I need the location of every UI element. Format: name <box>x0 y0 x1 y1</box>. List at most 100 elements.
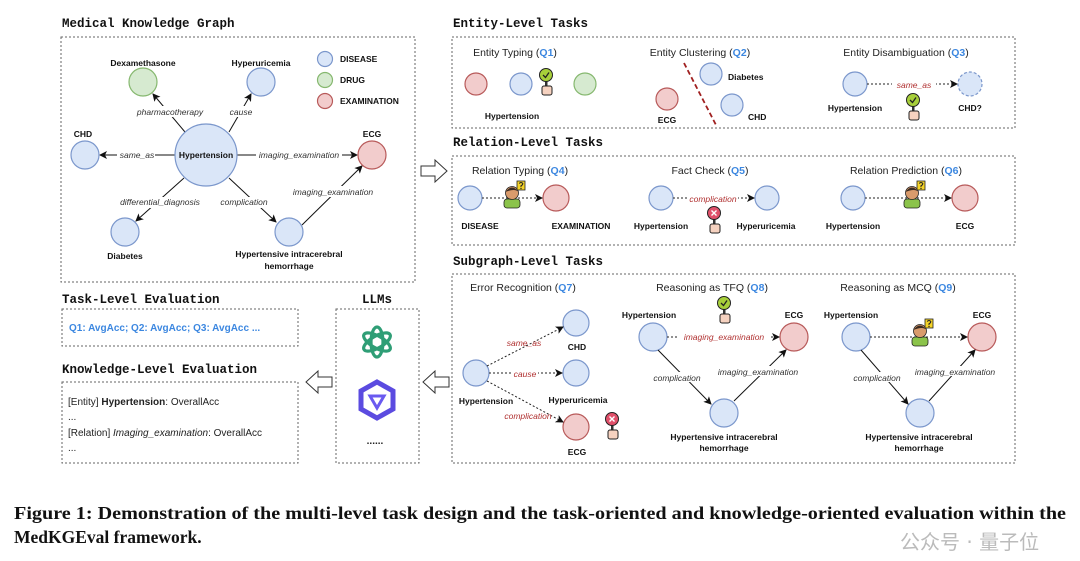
q6-a-node <box>840 185 866 211</box>
q7-rel-same-as: same_as <box>507 338 542 348</box>
node-dexamethasone <box>128 67 158 97</box>
node-label-hypertension: Hypertension <box>179 150 233 160</box>
q7-rel-cause: cause <box>514 369 537 379</box>
subgraph-title: Subgraph-Level Tasks <box>453 255 603 269</box>
q9-rel-3: imaging_examination <box>915 367 996 377</box>
node-ecg <box>357 140 387 170</box>
q4-b-label: EXAMINATION <box>552 221 611 231</box>
q2-ecg-label: ECG <box>658 115 677 125</box>
openai-logo-icon <box>362 325 392 359</box>
task-evaluation-panel: Task-Level Evaluation Q1: AvgAcc; Q2: Av… <box>61 293 299 347</box>
q9-c-node <box>905 398 935 428</box>
knowledge-graph-panel: Medical Knowledge Graph pharmacotherapy … <box>60 17 416 283</box>
task-q6-title: Relation Prediction (Q6) <box>850 165 962 177</box>
cluster-divider <box>683 62 717 126</box>
q1-drug-node <box>573 72 597 96</box>
q7-chd-label: CHD <box>568 342 586 352</box>
task-eval-box <box>61 308 299 347</box>
q8-rel-2: complication <box>653 373 701 383</box>
q9-a-node <box>841 322 871 352</box>
cross-hand-icon <box>604 411 620 440</box>
node-label-dexamethasone: Dexamethasone <box>110 58 175 68</box>
q3-a-label: Hypertension <box>828 103 882 113</box>
q8-c-label-1: Hypertensive intracerebral <box>670 432 777 442</box>
edge-label-pharmacotherapy: pharmacotherapy <box>136 107 204 117</box>
q3-relation: same_as <box>897 80 932 90</box>
q9-a-label: Hypertension <box>824 310 878 320</box>
q9-rel-2: complication <box>853 373 901 383</box>
arrow-left-icon <box>305 370 333 394</box>
q7-ecg-node <box>562 413 590 441</box>
q1-label: Hypertension <box>485 111 539 121</box>
q9-b-node <box>967 322 997 352</box>
arrow-left-icon <box>422 370 450 394</box>
q8-rel-3: imaging_examination <box>718 367 799 377</box>
q2-chd-label: CHD <box>748 112 766 122</box>
node-label-hyperuricemia: Hyperuricemia <box>231 58 290 68</box>
relation-title: Relation-Level Tasks <box>453 136 603 150</box>
edge-label-imaging: imaging_examination <box>259 150 340 160</box>
cross-hand-icon <box>706 205 722 234</box>
check-hand-icon <box>538 67 554 96</box>
q4-exam-node <box>542 184 570 212</box>
q7-src-node <box>462 359 490 387</box>
q7-hyperu-label: Hyperuricemia <box>548 395 607 405</box>
q9-c-label-2: hemorrhage <box>894 443 943 453</box>
q4-disease-node <box>457 185 483 211</box>
knowledge-eval-entity-line: [Entity] Hypertension: OverallAcc <box>68 397 219 408</box>
kg-title: Medical Knowledge Graph <box>62 17 235 31</box>
task-q3-title: Entity Disambiguation (Q3) <box>843 47 968 59</box>
knowledge-eval-title: Knowledge-Level Evaluation <box>62 363 257 377</box>
q1-exam-node <box>464 72 488 96</box>
q2-diabetes-label: Diabetes <box>728 72 764 82</box>
q2-diabetes-node <box>699 62 723 86</box>
caption-line-2: MedKGEval framework. <box>14 527 202 547</box>
q8-c-label-2: hemorrhage <box>699 443 748 453</box>
node-hypertension <box>174 123 238 187</box>
legend-disease: DISEASE <box>340 54 378 64</box>
subgraph-level-panel: Subgraph-Level Tasks Error Recognition (… <box>451 255 1016 464</box>
entity-title: Entity-Level Tasks <box>453 17 588 31</box>
llms-box <box>335 308 420 464</box>
legend-exam-swatch <box>316 92 334 110</box>
legend-disease-swatch <box>316 50 334 68</box>
check-hand-icon <box>905 92 921 121</box>
task-q4-title: Relation Typing (Q4) <box>472 165 568 177</box>
q7-rel-complication: complication <box>504 411 552 421</box>
llms-more: ...... <box>367 436 384 447</box>
edge-label-imaging-2: imaging_examination <box>293 187 374 197</box>
q3-b-label: CHD? <box>958 103 982 113</box>
q9-c-label-1: Hypertensive intracerebral <box>865 432 972 442</box>
q8-a-node <box>638 322 668 352</box>
qwen-logo-icon <box>358 379 396 421</box>
edge-label-differential: differential_diagnosis <box>120 197 201 207</box>
q2-ecg-node <box>655 87 679 111</box>
legend-drug-swatch <box>316 71 334 89</box>
q6-a-label: Hypertension <box>826 221 880 231</box>
node-label-hih-2: hemorrhage <box>264 261 313 271</box>
task-q7-title: Error Recognition (Q7) <box>470 282 576 294</box>
q4-a-label: DISEASE <box>461 221 499 231</box>
knowledge-eval-ellipsis-2: ... <box>68 443 76 454</box>
task-q2-title: Entity Clustering (Q2) <box>650 47 750 59</box>
edge-label-complication: complication <box>220 197 268 207</box>
arrow-right-icon <box>420 159 448 183</box>
knowledge-eval-relation-line: [Relation] Imaging_examination: OverallA… <box>68 428 262 439</box>
q6-b-node <box>951 184 979 212</box>
thinking-person-icon <box>503 180 526 209</box>
node-hih <box>274 217 304 247</box>
legend-drug: DRUG <box>340 75 365 85</box>
caption-line-1: Figure 1: Demonstration of the multi-lev… <box>14 503 1066 523</box>
legend: DISEASE DRUG EXAMINATION <box>316 50 399 110</box>
legend-examination: EXAMINATION <box>340 96 399 106</box>
q6-b-label: ECG <box>956 221 975 231</box>
q8-b-node <box>779 322 809 352</box>
knowledge-eval-ellipsis-1: ... <box>68 412 76 423</box>
relation-level-panel: Relation-Level Tasks Relation Typing (Q4… <box>451 136 1016 246</box>
q1-disease-node <box>509 72 533 96</box>
q5-a-label: Hypertension <box>634 221 688 231</box>
task-q8-title: Reasoning as TFQ (Q8) <box>656 282 768 294</box>
task-q9-title: Reasoning as MCQ (Q9) <box>840 282 956 294</box>
watermark: 公众号 · 量子位 <box>900 530 1039 554</box>
